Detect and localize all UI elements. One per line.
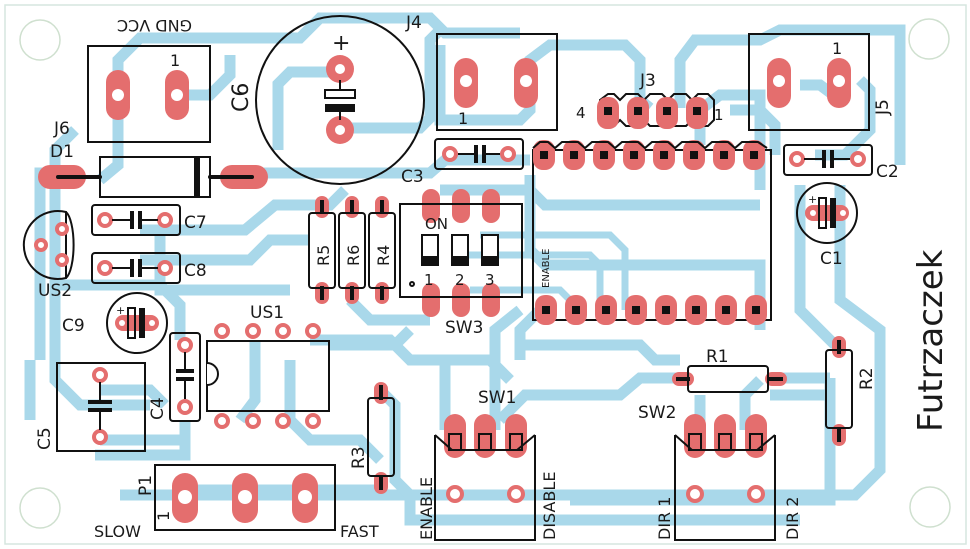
dip-toggle-2[interactable]	[451, 234, 469, 266]
dip-toggle-3[interactable]	[481, 234, 499, 266]
c7-ref-label: C7	[184, 213, 207, 233]
capacitor-C6[interactable]	[255, 15, 425, 185]
mounting-hole-bottom-left	[19, 487, 61, 529]
connector-J4[interactable]	[436, 33, 558, 131]
p1-slow-label: SLOW	[94, 522, 141, 541]
sw2-dir2-label: DIR 2	[783, 497, 802, 540]
module-top-pins	[532, 140, 768, 170]
board-outline	[4, 4, 967, 545]
c3-ref-label: C3	[401, 167, 424, 187]
module-bottom-pins	[535, 295, 767, 325]
j4-ref-label: J4	[405, 13, 422, 33]
r6-ref-label: R6	[344, 245, 363, 266]
mounting-hole-bottom-right	[909, 486, 951, 528]
j6-ref-label: J6	[53, 119, 70, 139]
resistor-R6[interactable]	[338, 196, 366, 304]
sw3-ref-label: SW3	[445, 318, 483, 338]
sw1-disable-label: DISABLE	[540, 472, 559, 540]
svg-text:+: +	[116, 304, 125, 317]
d1-ref-label: D1	[50, 142, 74, 162]
header-J3[interactable]	[597, 93, 715, 129]
diode-D1[interactable]	[38, 156, 268, 198]
j3-pin4-label: 4	[576, 104, 586, 122]
r1-ref-label: R1	[706, 347, 729, 367]
sw1-ref-label: SW1	[478, 388, 516, 408]
driver-module[interactable]	[532, 140, 772, 325]
capacitor-C9[interactable]: +	[106, 292, 168, 354]
slide-switch-SW1[interactable]	[434, 414, 536, 541]
c2-ref-label: C2	[876, 162, 899, 182]
resistor-R1[interactable]	[672, 365, 787, 393]
p1-fast-label: FAST	[340, 522, 379, 541]
mounting-hole-top-right	[908, 18, 950, 60]
resistor-R3[interactable]	[367, 382, 395, 494]
r3-ref-label: R3	[349, 446, 369, 469]
regulator-US2[interactable]	[22, 210, 75, 280]
capacitor-C1[interactable]: +	[796, 182, 858, 244]
c6-ref-label: C6	[229, 83, 254, 112]
capacitor-C5[interactable]	[56, 362, 146, 452]
sw3-num-2: 2	[455, 271, 465, 289]
capacitor-C2[interactable]	[783, 144, 873, 176]
resistor-R2[interactable]	[825, 336, 853, 446]
sw3-on-label: ON	[425, 215, 448, 233]
capacitor-C3[interactable]	[434, 138, 524, 170]
c4-ref-label: C4	[148, 397, 168, 420]
connector-J5[interactable]	[748, 33, 870, 131]
p1-pin1-label: 1	[154, 511, 173, 521]
slide-switch-SW2[interactable]	[674, 414, 776, 541]
mounting-hole-top-left	[19, 19, 61, 61]
us1-ref-label: US1	[250, 303, 284, 323]
r2-ref-label: R2	[857, 367, 877, 390]
potentiometer-P1[interactable]	[154, 464, 336, 531]
capacitor-C7[interactable]	[91, 204, 181, 236]
dip-toggle-1[interactable]	[421, 234, 439, 266]
j6-pin-labels: GND VCC	[117, 16, 192, 35]
j5-pin1-label: 1	[832, 39, 842, 58]
connector-J6[interactable]	[87, 45, 211, 143]
r5-ref-label: R5	[314, 245, 333, 266]
c1-ref-label: C1	[820, 249, 843, 269]
j3-pin1-label: 1	[714, 106, 724, 124]
j5-ref-label: J5	[873, 99, 893, 116]
c6-polarity: +	[332, 31, 350, 56]
capacitor-C8[interactable]	[91, 252, 181, 284]
sw1-enable-label: ENABLE	[417, 477, 436, 540]
sw2-ref-label: SW2	[638, 403, 676, 423]
resistor-R5[interactable]	[308, 196, 336, 304]
resistor-R4[interactable]	[368, 196, 396, 304]
c9-ref-label: C9	[62, 316, 85, 336]
sw3-num-3: 3	[485, 271, 495, 289]
sw3-num-1: 1	[424, 271, 434, 289]
j4-pin1-label: 1	[458, 109, 468, 128]
board-title: Futrzaczek	[911, 249, 951, 432]
p1-ref-label: P1	[136, 475, 156, 496]
r4-ref-label: R4	[374, 245, 393, 266]
j6-pin1-label: 1	[170, 51, 180, 70]
c8-ref-label: C8	[184, 261, 207, 281]
ic-US1[interactable]	[206, 323, 330, 429]
copper-traces	[24, 12, 906, 526]
module-enable-label: ENABLE	[541, 249, 552, 288]
j3-ref-label: J3	[639, 71, 656, 91]
capacitor-C4[interactable]	[169, 332, 201, 422]
dip-switch-SW3[interactable]	[399, 189, 523, 317]
svg-text:+: +	[808, 193, 817, 206]
c5-ref-label: C5	[35, 427, 55, 450]
us2-ref-label: US2	[38, 281, 72, 301]
sw2-dir1-label: DIR 1	[655, 497, 674, 540]
